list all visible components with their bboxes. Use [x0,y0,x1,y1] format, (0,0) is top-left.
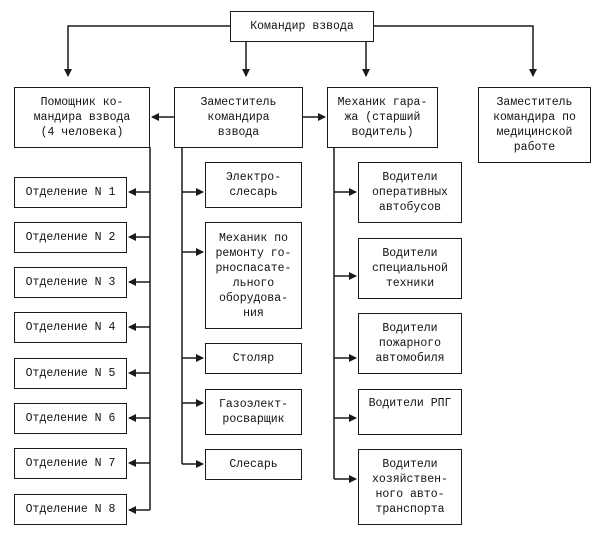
node-dept-8: Отделение N 8 [14,494,127,525]
connector-root-assistant [64,25,230,77]
node-mechanic: Механик гара- жа (старший водитель) [327,87,438,148]
node-dept-6: Отделение N 6 [14,403,127,434]
node-fire-drivers: Водители пожарного автомобиля [358,313,462,374]
node-assistant: Помощник ко- мандира взвода (4 человека) [14,87,150,148]
node-deputy: Заместитель командира взвода [174,87,303,148]
node-transport-drivers: Водители хозяйствен- ного авто- транспор… [358,449,462,525]
node-welder: Газоэлект- росварщик [205,389,302,435]
node-rescue-mechanic: Механик по ремонту го- рноспасате- льног… [205,222,302,329]
node-commander: Командир взвода [230,11,374,42]
node-dept-7: Отделение N 7 [14,448,127,479]
node-dept-3: Отделение N 3 [14,267,127,298]
node-dept-5: Отделение N 5 [14,358,127,389]
node-electrician: Электро- слесарь [205,162,302,208]
connector-root-medical [374,25,537,77]
node-fitter: Слесарь [205,449,302,480]
node-medical: Заместитель командира по медицинской раб… [478,87,591,163]
node-bus-drivers: Водители оперативных автобусов [358,162,462,223]
node-dept-4: Отделение N 4 [14,312,127,343]
node-dept-1: Отделение N 1 [14,177,127,208]
node-special-drivers: Водители специальной техники [358,238,462,299]
node-carpenter: Столяр [205,343,302,374]
node-dept-2: Отделение N 2 [14,222,127,253]
node-rpg-drivers: Водители РПГ [358,389,462,435]
